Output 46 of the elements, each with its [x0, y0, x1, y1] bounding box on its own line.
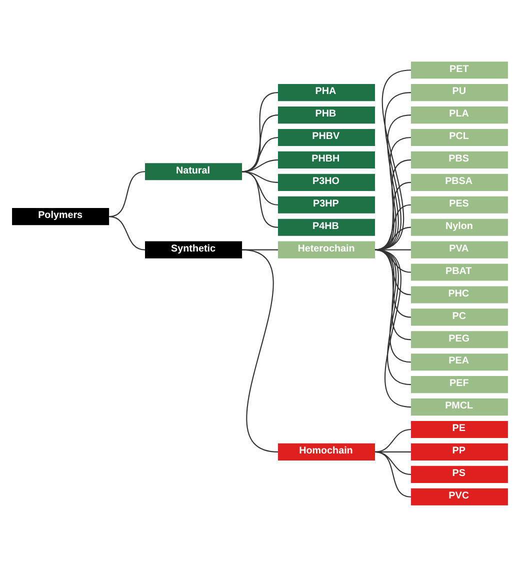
node-box: PHA	[278, 84, 375, 102]
node-box: PLA	[410, 106, 508, 124]
node-box: Heterochain	[278, 241, 375, 258]
node-box: PMCL	[410, 398, 508, 416]
connector	[242, 171, 278, 183]
node-box: PP	[410, 443, 508, 460]
node-box: PS	[410, 466, 508, 483]
connector	[108, 171, 146, 218]
connector	[242, 159, 278, 172]
connector	[374, 226, 411, 250]
node-box: PE	[410, 420, 508, 438]
connector	[374, 428, 411, 452]
connector	[374, 204, 412, 250]
node-box: Homochain	[278, 443, 375, 460]
node-box: PEF	[410, 376, 508, 394]
node-box: Natural	[145, 163, 242, 180]
connector	[242, 171, 278, 228]
node-box: PBS	[410, 151, 508, 168]
node-box: PEA	[410, 354, 508, 371]
node-box: Polymers	[12, 208, 110, 226]
node-box: PVC	[410, 488, 508, 506]
node-box: PHB	[278, 106, 375, 124]
node-box: PU	[410, 84, 508, 102]
node-box: PCL	[410, 128, 508, 146]
node-box: P4HB	[278, 218, 375, 236]
connector	[109, 216, 146, 250]
node-box: PHBV	[278, 128, 375, 146]
node-box: PES	[410, 196, 508, 214]
connector	[374, 159, 412, 250]
node-box: PHC	[410, 286, 508, 304]
connector	[374, 451, 412, 498]
node-box: PEG	[410, 331, 508, 348]
node-box: PBAT	[410, 264, 508, 281]
node-box: P3HP	[278, 196, 375, 214]
node-box: PHBH	[278, 151, 375, 168]
node-box: PET	[410, 62, 508, 79]
connector	[242, 249, 278, 452]
node-box: P3HO	[278, 174, 375, 191]
node-box: PBSA	[410, 174, 508, 191]
node-box: PVA	[410, 241, 508, 258]
connector	[374, 136, 412, 250]
connector	[374, 182, 412, 250]
node-box: Synthetic	[145, 241, 242, 258]
connector	[242, 171, 278, 206]
node-box: Nylon	[410, 218, 508, 236]
node-box: PC	[410, 308, 508, 326]
